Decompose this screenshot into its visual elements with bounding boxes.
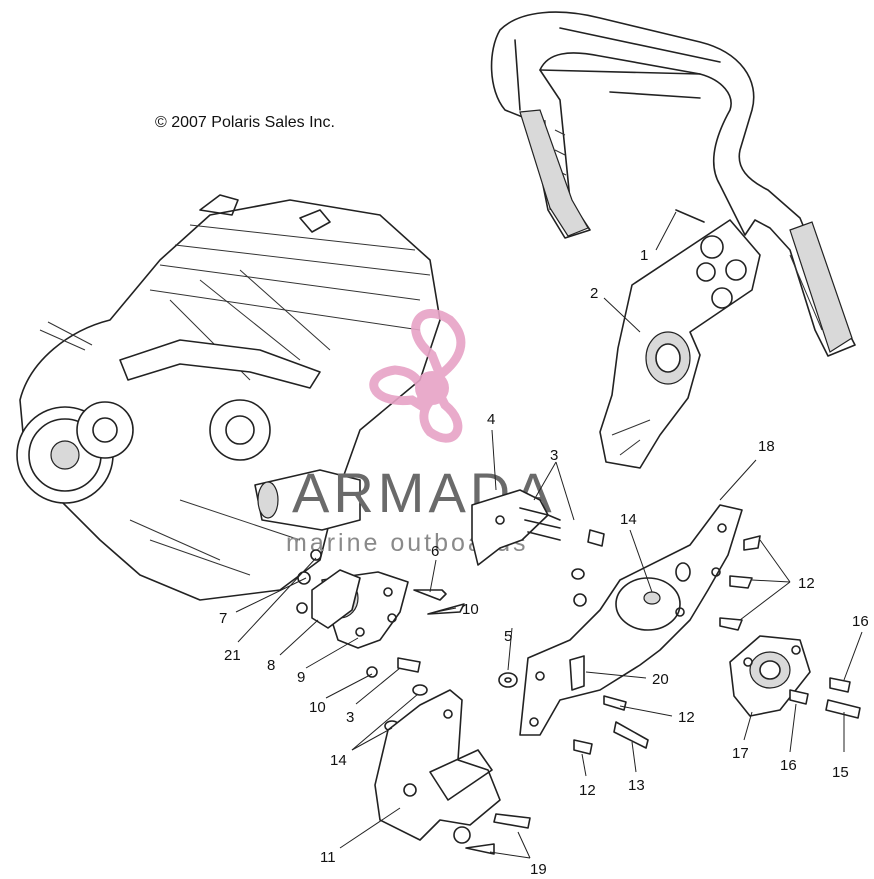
callout-8: 8 [267,657,275,674]
callout-12c: 12 [579,782,596,799]
callout-6: 6 [431,543,439,560]
mount-plate-2 [599,219,761,469]
engine-block [16,194,441,601]
callout-4: 4 [487,411,495,428]
callout-11: 11 [320,849,336,866]
leader-lines [235,211,863,859]
callout-19: 19 [530,861,547,874]
washer-5 [498,672,518,688]
callout-13: 13 [628,777,645,794]
callout-2: 2 [590,285,598,302]
callout-10a: 10 [462,601,479,618]
callout-15: 15 [832,764,849,781]
callout-16a: 16 [852,613,869,630]
right-mount-parts [519,504,861,755]
bracket-11 [374,689,501,841]
callout-5: 5 [504,628,512,645]
frame-assembly [490,11,856,357]
callout-14a: 14 [620,511,637,528]
callout-14b: 14 [330,752,347,769]
callout-9: 9 [297,669,305,686]
clip-20 [569,655,585,691]
bracket-4 [471,489,549,566]
callout-18: 18 [758,438,775,455]
callout-12b: 12 [678,709,695,726]
left-mount-parts [296,489,605,855]
propeller-icon [369,309,466,443]
callout-1: 1 [640,247,648,264]
callout-3a: 3 [550,447,558,464]
callout-12a: 12 [798,575,815,592]
callouts: 1 2 3 3 4 5 6 7 8 9 10 10 11 12 12 12 13… [219,247,869,878]
callout-7: 7 [219,610,227,627]
callout-21: 21 [224,647,241,664]
callout-10b: 10 [309,699,326,716]
callout-3b: 3 [346,709,354,726]
callout-16b: 16 [780,757,797,774]
callout-20: 20 [652,671,669,688]
mount-8 [311,569,361,629]
copyright-text: © 2007 Polaris Sales Inc. [155,114,335,131]
callout-17: 17 [732,745,749,762]
pin-1 [675,209,705,223]
